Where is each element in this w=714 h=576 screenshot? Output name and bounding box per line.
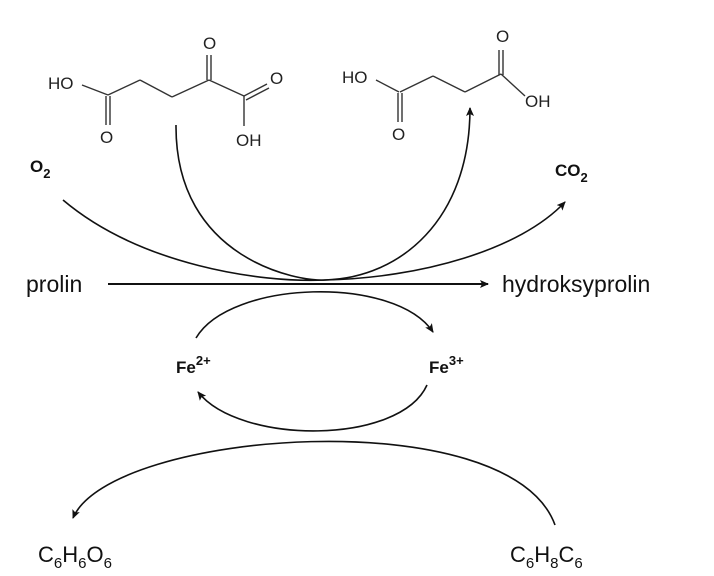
product-o-sub: 6: [104, 555, 112, 572]
succ-bonds: [375, 50, 526, 122]
product-label: hydroksyprolin: [502, 271, 650, 297]
oxygen-subscript: 2: [43, 166, 50, 181]
reaction-curves: [62, 107, 566, 526]
akg-o-top: O: [203, 34, 216, 53]
product-c: C: [38, 542, 54, 567]
reactant-h-sub: 8: [550, 555, 558, 572]
substrate-label: prolin: [26, 271, 82, 297]
fe3-symbol: Fe: [429, 358, 449, 377]
ascorbate-product-formula: C6H6O6: [38, 542, 112, 572]
fe2-to-fe3-arrow: [195, 291, 434, 339]
akg-bonds: [81, 55, 270, 126]
oxygen-label: O2: [30, 157, 50, 181]
reactant-c-sub: 6: [526, 555, 534, 572]
product-c-sub: 6: [54, 555, 62, 572]
oxygen-symbol: O: [30, 157, 43, 176]
carbon-dioxide-label: CO2: [555, 161, 588, 185]
fe3-to-fe2-arrow: [197, 384, 428, 432]
succ-oh-label: OH: [525, 92, 551, 111]
akg-ho-label: HO: [48, 74, 74, 93]
product-h: H: [62, 542, 78, 567]
fe3-charge: 3+: [449, 353, 464, 368]
ascorbate-oxidation-arrow: [72, 440, 556, 526]
fe3-label: Fe3+: [429, 353, 464, 377]
succ-o-top: O: [496, 27, 509, 46]
co2-symbol: CO: [555, 161, 581, 180]
akg-o-right: O: [270, 69, 283, 88]
product-h-sub: 6: [78, 555, 86, 572]
reactant-o-sub: 6: [574, 555, 582, 572]
oxygen-to-co2-arrow: [62, 199, 566, 282]
succ-ho-label: HO: [342, 68, 368, 87]
fe2-symbol: Fe: [176, 358, 196, 377]
akg-o-bottom: O: [100, 128, 113, 147]
alpha-ketoglutarate-structure: O HO O O OH: [48, 34, 283, 150]
reactant-o: C: [558, 542, 574, 567]
akg-to-succinate-arrow: [175, 107, 474, 281]
succinate-structure: HO O O OH: [342, 27, 551, 144]
reactant-h: H: [534, 542, 550, 567]
akg-oh-label: OH: [236, 131, 262, 150]
succ-o-bottom: O: [392, 125, 405, 144]
product-o: O: [86, 542, 103, 567]
co2-subscript: 2: [581, 170, 588, 185]
fe2-charge: 2+: [196, 353, 211, 368]
fe2-label: Fe2+: [176, 353, 211, 377]
reactant-c: C: [510, 542, 526, 567]
ascorbate-reactant-formula: C6H8C6: [510, 542, 583, 572]
